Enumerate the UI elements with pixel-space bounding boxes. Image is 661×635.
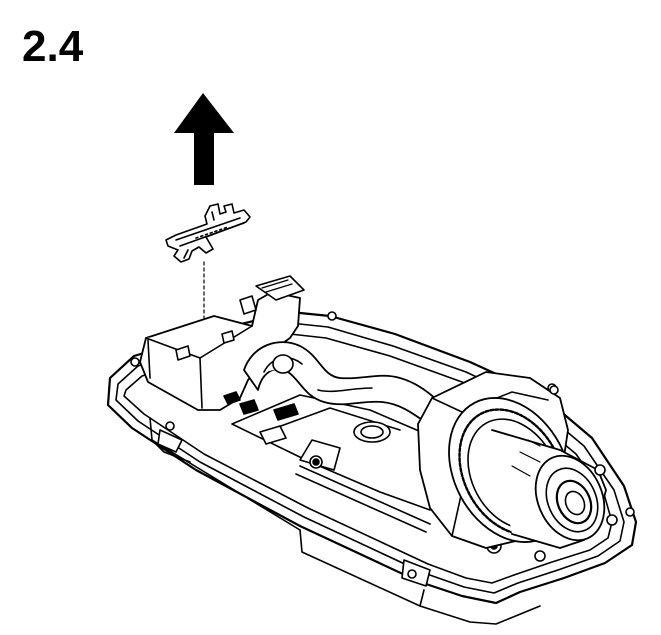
- up-arrow-icon: [174, 93, 234, 185]
- lens-assembly: [417, 371, 618, 549]
- step-number: 2.4: [22, 22, 84, 71]
- pcb-module: [139, 275, 305, 445]
- flex-cable: [243, 341, 453, 433]
- bracket-clip: [165, 203, 251, 263]
